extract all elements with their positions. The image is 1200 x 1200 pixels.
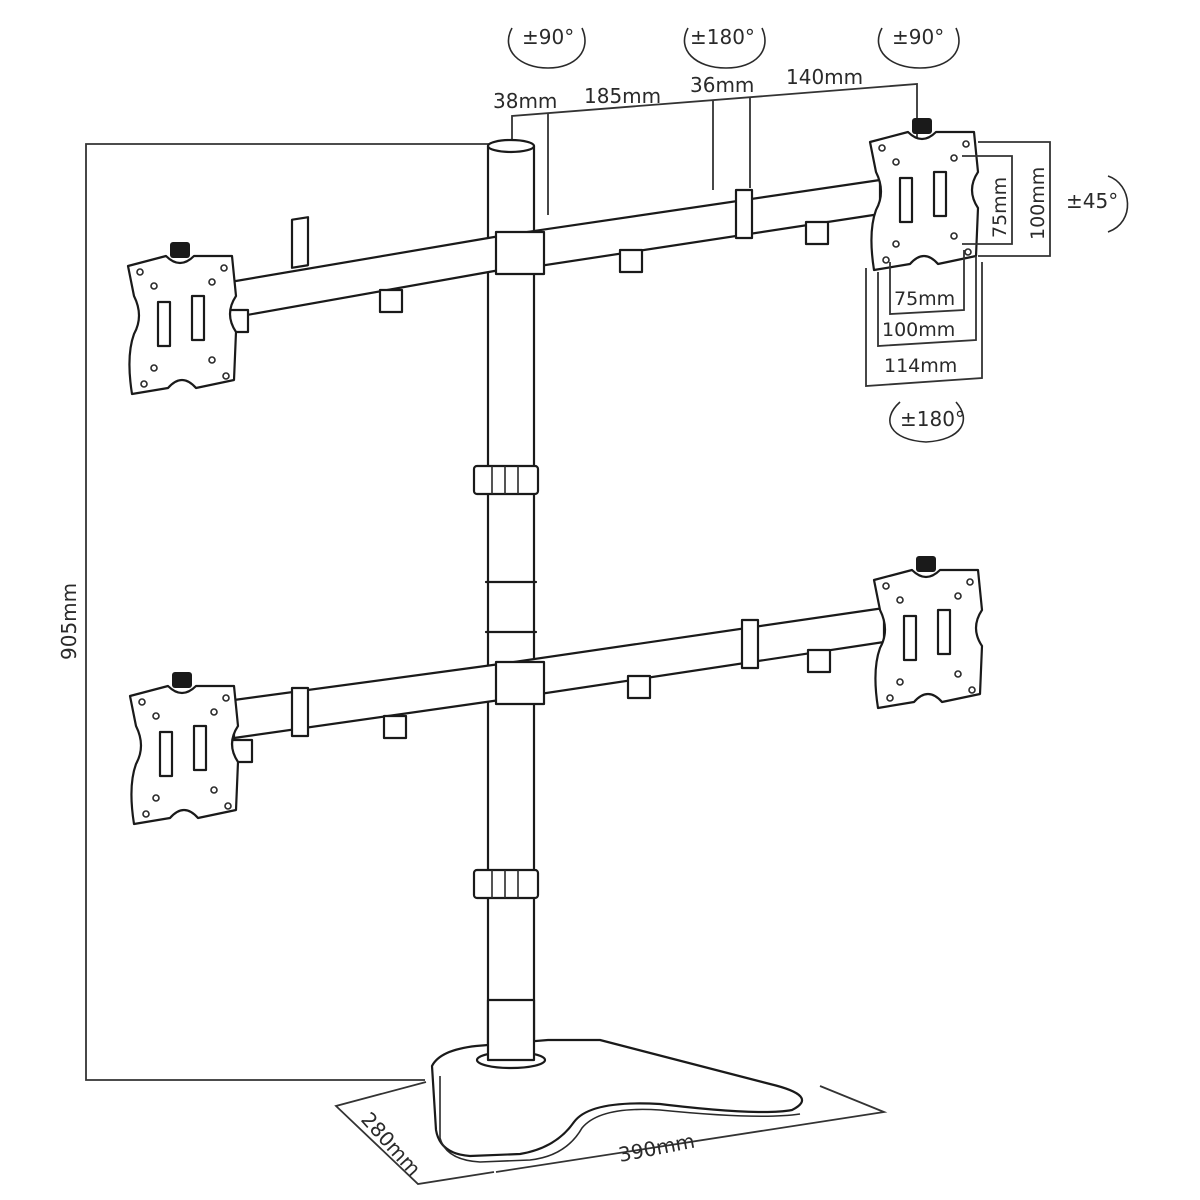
dim-vesa-horizontal-100: 100mm <box>882 319 955 341</box>
dim-height: 905mm <box>57 583 81 660</box>
rotation-indicator-left: ±90° <box>507 25 586 69</box>
vesa-plate-bottom-right <box>872 554 984 710</box>
rotation-label-center: ±180° <box>690 25 755 49</box>
tilt-indicator: ±45° <box>1066 175 1129 233</box>
dim-plate-width: 114mm <box>884 355 957 377</box>
rotation-arc-icon <box>1107 175 1129 233</box>
rotation-arc-icon <box>889 401 965 443</box>
vesa-plate-bottom-left <box>128 670 240 826</box>
rotation-arc-icon <box>877 27 960 69</box>
upper-arm-assembly <box>226 178 882 334</box>
dim-vesa-vertical-100: 100mm <box>1027 167 1049 240</box>
height-dimension: 905mm <box>57 143 492 1081</box>
pole <box>484 138 538 1148</box>
lower-arm-assembly <box>230 606 886 764</box>
stand-base <box>430 998 804 1163</box>
vesa-plate-top-left <box>126 240 238 396</box>
dim-vesa-horizontal-75: 75mm <box>894 288 955 310</box>
rotation-label-tilt: ±45° <box>1066 189 1118 213</box>
arm-dimension-line: 38mm 185mm 36mm 140mm <box>493 65 918 215</box>
plate-rotation-indicator: ±180° <box>889 401 965 443</box>
dim-inner-arm: 185mm <box>584 84 661 108</box>
rotation-indicator-center: ±180° <box>683 25 766 69</box>
dim-base-depth: 280mm <box>356 1107 425 1180</box>
vesa-plate-top-right <box>868 116 980 272</box>
dim-vesa-vertical-75: 75mm <box>989 177 1011 238</box>
dim-base-width: 390mm <box>616 1129 696 1167</box>
rotation-indicator-right: ±90° <box>877 25 960 69</box>
rotation-label-left: ±90° <box>522 25 574 49</box>
rotation-arc-icon <box>683 27 766 69</box>
rotation-label-plate: ±180° <box>900 407 965 431</box>
height-collar-lower <box>472 868 540 900</box>
dim-joint: 36mm <box>690 73 754 97</box>
dim-outer-arm: 140mm <box>786 65 863 89</box>
height-collar-upper <box>472 464 540 496</box>
rotation-label-right: ±90° <box>892 25 944 49</box>
vesa-dimensions: 75mm 100mm 75mm 100mm 114mm <box>865 141 1051 387</box>
rotation-arc-icon <box>507 27 586 69</box>
dim-pole-offset: 38mm <box>493 89 557 113</box>
